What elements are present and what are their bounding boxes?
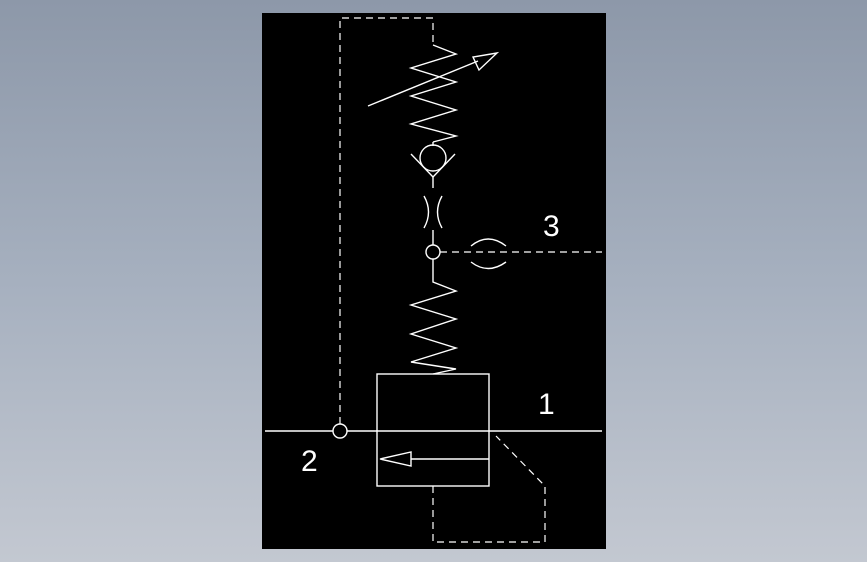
drain-orifice-top-arc [470, 238, 507, 247]
orifice-left-arc [423, 195, 430, 229]
internal-drain-dashed [432, 435, 546, 543]
check-valve-seat [410, 153, 456, 179]
valve-body [376, 373, 490, 487]
drain-orifice-bottom-arc [470, 261, 507, 270]
orifice-right-arc [436, 195, 443, 229]
junction-node-lower [332, 423, 348, 439]
port-3-label: 3 [543, 210, 560, 243]
port-2-label: 2 [301, 445, 318, 478]
check-valve-ball [419, 144, 447, 172]
adjustable-spring [408, 44, 459, 143]
adjustment-arrowhead [471, 51, 500, 72]
main-spring [408, 259, 459, 375]
adjustment-arrow-shaft [367, 60, 479, 107]
junction-node-upper [425, 244, 441, 260]
flow-arrowhead [379, 451, 412, 467]
port-1-label: 1 [538, 388, 555, 421]
